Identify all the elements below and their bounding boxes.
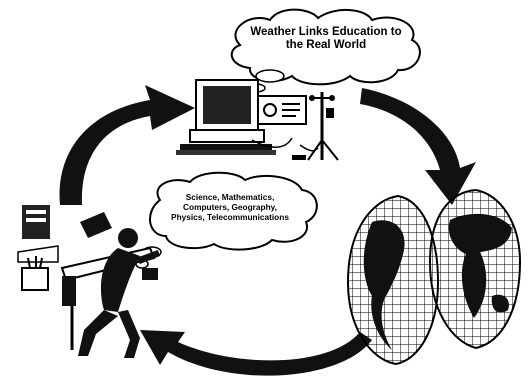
student-at-desk-icon bbox=[17, 205, 160, 358]
arrow-top-right bbox=[360, 88, 476, 205]
desktop-computer-icon bbox=[176, 79, 307, 155]
cloud-title bbox=[230, 8, 421, 100]
subjects-line: Science, Mathematics, bbox=[185, 192, 275, 202]
arrow-top-left bbox=[59, 85, 195, 205]
arrow-bottom bbox=[140, 330, 372, 376]
subjects-line: Physics, Telecommunications bbox=[171, 211, 289, 222]
cloud-title-text: Weather Links Education to the Real Worl… bbox=[236, 26, 416, 52]
subjects-line: Computers, Geography, bbox=[183, 201, 277, 212]
weather-station-icon bbox=[292, 92, 339, 161]
world-map-globe-icon bbox=[346, 188, 522, 366]
title-line: Weather Links Education to bbox=[250, 26, 402, 38]
cloud-subjects-text: Science, Mathematics, Computers, Geograp… bbox=[150, 192, 310, 222]
title-line: the Real World bbox=[285, 38, 367, 51]
